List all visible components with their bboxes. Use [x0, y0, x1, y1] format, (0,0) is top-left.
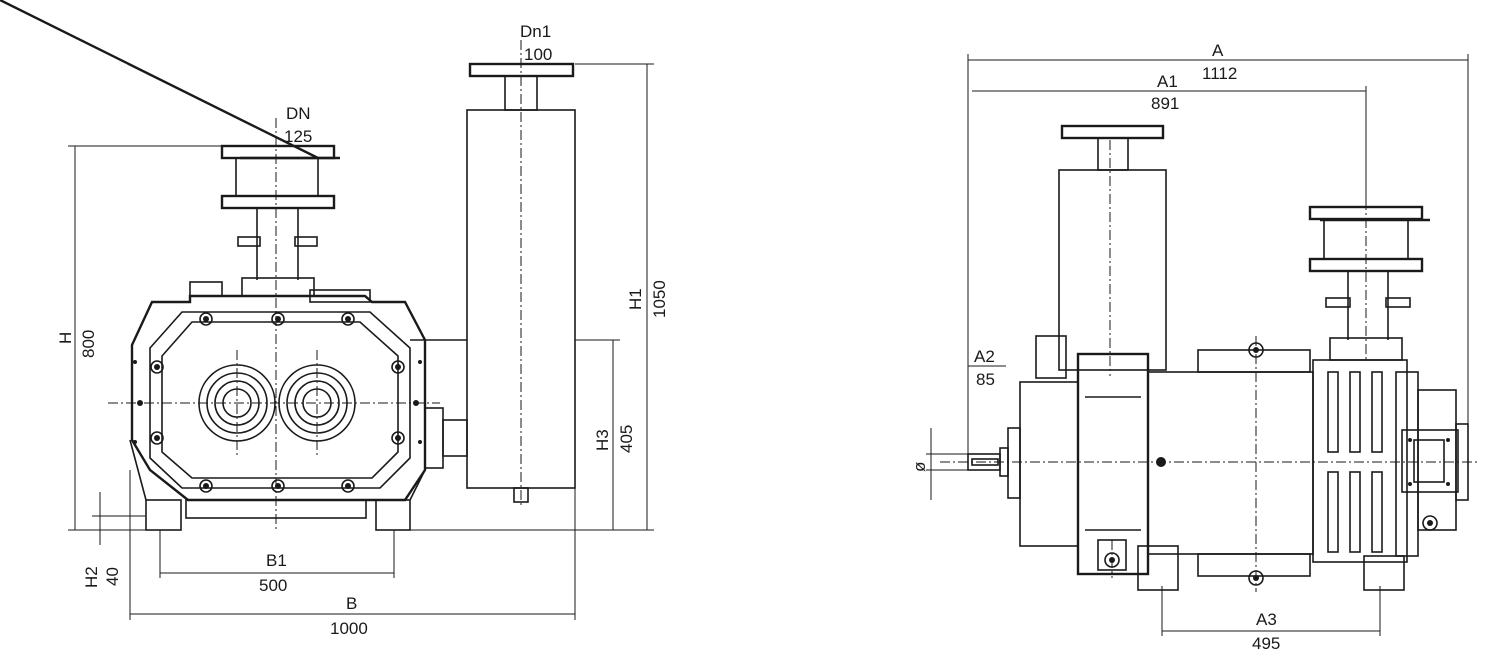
b-label: B — [346, 594, 357, 613]
shaft-end — [967, 427, 1021, 499]
h-value: 800 — [79, 330, 98, 358]
front-center-lines — [108, 40, 522, 530]
a-value: 1112 — [1202, 64, 1237, 83]
h2-value: 40 — [103, 567, 122, 586]
b1-label: B1 — [266, 551, 287, 570]
front-dimensions — [68, 63, 654, 620]
a3-value: 495 — [1252, 634, 1280, 653]
side-inlet-flange — [1308, 205, 1430, 361]
b-value: 1000 — [330, 619, 368, 638]
motor — [1019, 342, 1314, 591]
a2-label: A2 — [974, 347, 995, 366]
front-view: Dn1 100 DN 125 H 800 H1 1050 H3 405 H2 4… — [0, 0, 669, 638]
inlet-flange — [0, 0, 340, 297]
a1-value: 891 — [1151, 94, 1179, 113]
side-dimensions — [926, 54, 1469, 636]
dn1-label: Dn1 — [520, 22, 551, 41]
a2-value: 85 — [976, 370, 995, 389]
pump-fins — [1312, 359, 1469, 591]
pump-casing — [129, 281, 427, 531]
dn-label: DN — [286, 104, 311, 123]
side-view: A 1112 A1 891 A2 85 ø A3 495 — [910, 41, 1480, 653]
h2-label: H2 — [82, 566, 101, 588]
h3-value: 405 — [617, 425, 636, 453]
side-center-lines — [940, 140, 1480, 592]
dn-value: 125 — [284, 127, 312, 146]
phi-label: ø — [910, 462, 929, 472]
h1-label: H1 — [626, 288, 645, 310]
dn1-value: 100 — [524, 45, 552, 64]
a1-label: A1 — [1157, 72, 1178, 91]
a3-label: A3 — [1256, 610, 1277, 629]
h3-label: H3 — [593, 429, 612, 451]
h1-value: 1050 — [650, 280, 669, 318]
side-silencer — [1035, 124, 1167, 379]
a-label: A — [1212, 41, 1224, 60]
b1-value: 500 — [259, 576, 287, 595]
h-label: H — [56, 332, 75, 344]
